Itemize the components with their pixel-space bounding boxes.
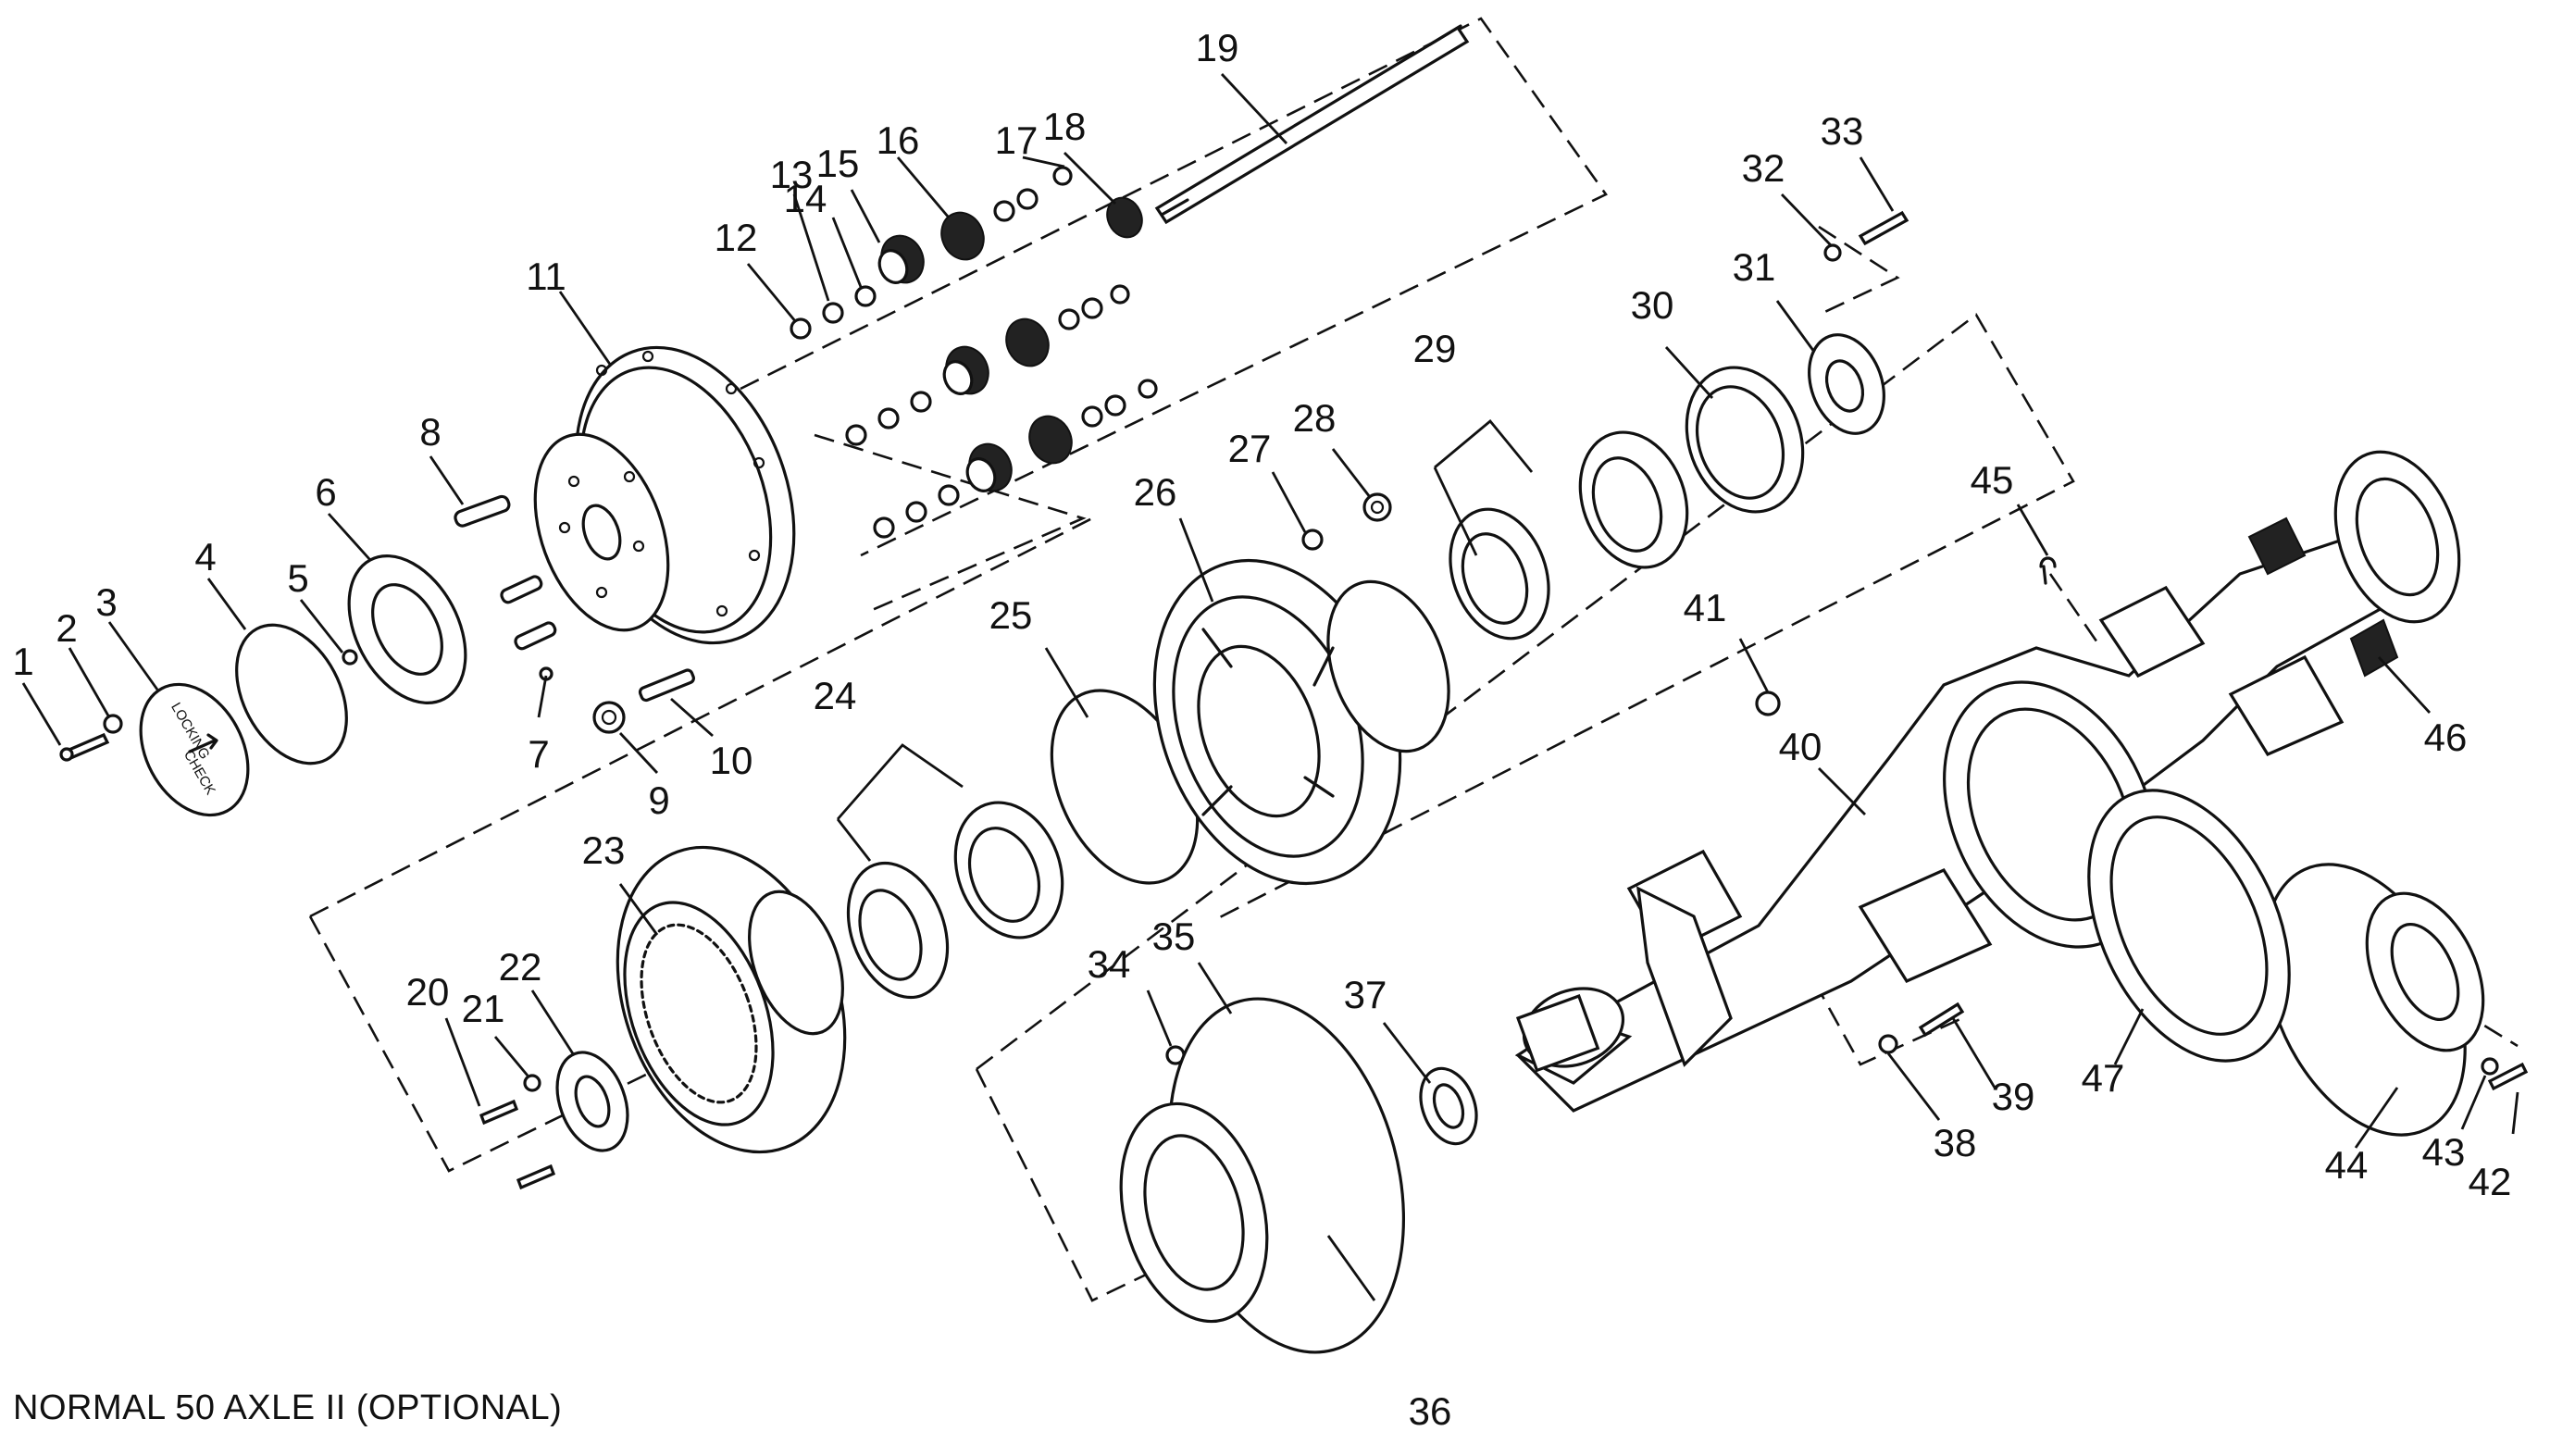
part-20-bolt <box>479 1099 556 1190</box>
part-43-washer <box>2481 1057 2499 1076</box>
callout-8: 8 <box>419 410 441 454</box>
callout-42: 42 <box>2469 1160 2512 1203</box>
callout-10: 10 <box>710 739 753 782</box>
callout-2: 2 <box>56 606 77 650</box>
part-45-vent <box>2039 556 2057 585</box>
callout-33: 33 <box>1821 109 1864 153</box>
part-26-wheel-hub <box>1152 558 1450 886</box>
part-3-hub-cover: LOCKING CHECK <box>139 682 250 817</box>
part-19-axle-shaft <box>1154 24 1470 225</box>
callout-17: 17 <box>995 118 1039 162</box>
callout-45: 45 <box>1971 458 2014 502</box>
part-47-gasket <box>2087 789 2291 1063</box>
part-24-bearing-set <box>846 801 1064 1000</box>
part-6-gasket <box>347 554 467 704</box>
part-33-bolt <box>1858 210 1909 246</box>
callout-6: 6 <box>315 470 336 514</box>
part-11-planetary-hub <box>533 345 796 645</box>
callout-11: 11 <box>526 255 566 298</box>
diagram-caption: NORMAL 50 AXLE II (OPTIONAL) <box>13 1388 563 1427</box>
callout-46: 46 <box>2424 716 2468 759</box>
callout-25: 25 <box>989 593 1033 637</box>
callout-19: 19 <box>1196 26 1239 69</box>
part-7-studs-and-pin <box>500 575 557 681</box>
callout-31: 31 <box>1733 245 1776 289</box>
callout-47: 47 <box>2082 1056 2125 1100</box>
part-37-seal <box>1419 1066 1478 1146</box>
part-5-ball <box>342 649 358 666</box>
planet-gear-row-1 <box>790 166 1143 340</box>
part-40-axle-housing <box>1514 516 2446 1113</box>
callout-21: 21 <box>462 987 505 1030</box>
callout-9: 9 <box>648 778 669 822</box>
part-31-retainer <box>1808 333 1885 435</box>
part-22-hub-retainer <box>555 1051 629 1152</box>
part-10-stud <box>638 668 695 703</box>
part-30-seal <box>1685 366 1805 514</box>
part-23-ring-gear <box>616 845 847 1154</box>
callout-38: 38 <box>1934 1121 1977 1164</box>
callout-28: 28 <box>1293 396 1337 440</box>
callout-29: 29 <box>1413 327 1457 370</box>
planet-gear-row-3 <box>873 379 1158 539</box>
callout-30: 30 <box>1631 283 1674 327</box>
part-29-bearing-set <box>1449 430 1689 641</box>
callout-13: 13 <box>770 153 814 196</box>
leader-lines <box>21 73 2519 1301</box>
callout-14: 14 <box>784 177 827 220</box>
part-9-nut <box>592 701 626 734</box>
callout-43: 43 <box>2422 1130 2466 1174</box>
callout-34: 34 <box>1088 942 1131 986</box>
part-4-o-ring <box>235 623 348 765</box>
part-46-wheel-end <box>2247 450 2461 678</box>
callout-23: 23 <box>582 828 626 872</box>
part-44-differential-cover <box>2263 863 2485 1137</box>
callout-16: 16 <box>877 118 920 162</box>
part-41-nut <box>1755 691 1781 716</box>
part-42-bolt <box>2487 1062 2529 1091</box>
callout-labels: 1 2 3 4 5 6 7 8 9 10 11 12 13 14 15 16 1… <box>12 26 2511 1433</box>
callout-40: 40 <box>1779 725 1822 768</box>
part-38-washer <box>1878 1034 1898 1054</box>
callout-18: 18 <box>1043 105 1087 148</box>
callout-5: 5 <box>287 556 308 600</box>
callout-27: 27 <box>1228 427 1272 470</box>
part-8-stud <box>454 494 511 528</box>
part-28-nut <box>1362 492 1392 522</box>
callout-1: 1 <box>12 640 33 683</box>
callout-15: 15 <box>816 142 860 185</box>
callout-36: 36 <box>1409 1389 1452 1433</box>
callout-24: 24 <box>814 674 857 717</box>
part-32-washer <box>1823 243 1842 262</box>
callout-3: 3 <box>95 580 117 624</box>
planet-gear-row-2 <box>845 284 1130 446</box>
part-39-bolt <box>1918 1002 1965 1038</box>
callout-12: 12 <box>715 216 758 259</box>
callout-37: 37 <box>1344 973 1387 1016</box>
part-1-bolt <box>59 732 110 762</box>
part-2-washer <box>103 714 123 734</box>
part-21-washer <box>523 1074 541 1092</box>
callout-7: 7 <box>528 732 549 776</box>
callout-39: 39 <box>1992 1075 2035 1118</box>
callout-35: 35 <box>1152 915 1196 958</box>
part-27-washer <box>1301 529 1324 551</box>
callout-32: 32 <box>1742 146 1785 190</box>
callout-26: 26 <box>1134 470 1177 514</box>
callout-22: 22 <box>499 945 542 989</box>
callout-44: 44 <box>2325 1143 2369 1187</box>
callout-41: 41 <box>1684 586 1727 629</box>
callout-20: 20 <box>406 970 450 1014</box>
callout-4: 4 <box>194 535 216 579</box>
part-36-brake-drum <box>1119 997 1406 1354</box>
